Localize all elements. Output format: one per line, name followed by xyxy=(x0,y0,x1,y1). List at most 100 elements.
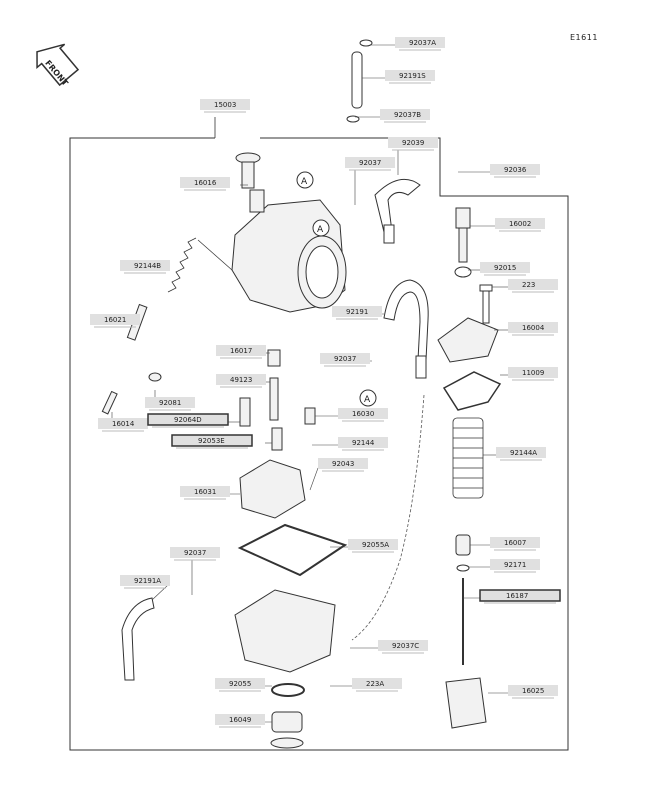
part-label: 16002 xyxy=(495,218,545,232)
part-number: 92037 xyxy=(359,159,381,167)
part-number: 92144 xyxy=(352,439,375,447)
part-number: 92039 xyxy=(402,139,424,147)
overflow-hose xyxy=(383,279,429,361)
part-label: 16007 xyxy=(490,537,540,551)
part-number: 16021 xyxy=(104,316,126,324)
part-label: 16014 xyxy=(98,418,148,432)
hose-92191a xyxy=(121,597,155,681)
part-number: 92037B xyxy=(394,111,421,119)
part-label: 16030 xyxy=(338,408,388,422)
part-label: 92144B xyxy=(120,260,170,274)
part-number: 92144A xyxy=(510,449,537,457)
part-number: 11009 xyxy=(522,369,544,377)
part-label: 92064D xyxy=(147,413,229,428)
part-labels: 92037A92191S92037B9203615003920399203716… xyxy=(90,37,561,728)
float-16031 xyxy=(239,459,306,519)
float-bowl xyxy=(234,589,336,673)
part-label: 16025 xyxy=(508,685,558,699)
part-number: 223A xyxy=(366,680,384,688)
part-number: 92081 xyxy=(159,399,181,407)
part-label: 15003 xyxy=(200,99,250,113)
part-label: 92191 xyxy=(332,306,382,320)
gasket-11009 xyxy=(442,371,502,411)
o-ring-92055 xyxy=(271,683,305,697)
part-label: 92037C xyxy=(378,640,428,654)
part-label: 16004 xyxy=(508,322,558,336)
part-label: 16021 xyxy=(90,314,140,328)
needle-holder-16007 xyxy=(455,534,471,556)
front-arrow-icon: FRONT xyxy=(36,43,80,88)
part-label: 92037B xyxy=(380,109,430,123)
part-label: 16049 xyxy=(215,714,265,728)
part-label: 92081 xyxy=(145,397,195,411)
part-number: 16007 xyxy=(504,539,526,547)
part-label: 92037A xyxy=(395,37,445,51)
part-number: 92037A xyxy=(409,39,436,47)
part-number: 223 xyxy=(522,281,535,289)
part-number: 92191A xyxy=(134,577,161,585)
part-label: 92037 xyxy=(170,547,220,561)
part-number: 15003 xyxy=(214,101,236,109)
diagram-code: E1611 xyxy=(570,33,598,42)
part-number: 92053E xyxy=(198,437,225,445)
screw-223 xyxy=(479,284,493,324)
part-number: 16016 xyxy=(194,179,217,187)
part-label: 92043 xyxy=(318,458,368,472)
part-label: 16031 xyxy=(180,486,230,500)
part-label: 92053E xyxy=(171,434,253,449)
part-label: 92015 xyxy=(480,262,530,276)
part-number: 92171 xyxy=(504,561,526,569)
carburetor-body xyxy=(231,152,347,313)
part-number: 92037C xyxy=(392,642,419,650)
part-label: 49123 xyxy=(216,374,266,388)
part-label: 92144A xyxy=(496,447,546,461)
part-number: 92055 xyxy=(229,680,251,688)
part-label: 11009 xyxy=(508,367,558,381)
float-bowl-gasket xyxy=(237,523,348,577)
throttle-valve-16025 xyxy=(445,677,487,729)
part-number: 16002 xyxy=(509,220,531,228)
svg-text:A: A xyxy=(317,225,324,235)
drain-plug-16049 xyxy=(270,711,304,749)
part-number: 16017 xyxy=(230,347,252,355)
part-number: 16187 xyxy=(506,592,528,600)
part-number: 92037 xyxy=(334,355,356,363)
part-number: 16004 xyxy=(522,324,545,332)
part-number: 92191S xyxy=(399,72,426,80)
spring-92144b xyxy=(167,237,197,293)
part-label: 92191A xyxy=(120,575,170,589)
part-number: 92144B xyxy=(134,262,161,270)
slide-tube xyxy=(346,39,373,123)
part-label: 92037 xyxy=(345,157,395,171)
part-label: 92191S xyxy=(385,70,435,84)
part-number: 16014 xyxy=(112,420,135,428)
part-label: 223 xyxy=(508,279,558,293)
part-number: 16025 xyxy=(522,687,544,695)
part-label: 223A xyxy=(352,678,402,692)
part-label: 92055 xyxy=(215,678,265,692)
svg-text:A: A xyxy=(301,177,308,187)
part-label: 16017 xyxy=(216,345,266,359)
part-number: 49123 xyxy=(230,376,252,384)
part-number: 16049 xyxy=(229,716,251,724)
part-number: 92015 xyxy=(494,264,516,272)
part-number: 92055A xyxy=(362,541,389,549)
part-number: 92037 xyxy=(184,549,206,557)
svg-text:A: A xyxy=(364,395,371,405)
bent-tube-upper xyxy=(374,178,421,233)
part-label: 92036 xyxy=(490,164,540,178)
part-label: 92037 xyxy=(320,353,370,367)
part-number: 92064D xyxy=(174,416,202,424)
part-number: 92036 xyxy=(504,166,527,174)
part-label: 92144 xyxy=(338,437,388,451)
part-label: 92171 xyxy=(490,559,540,573)
top-cap-16004 xyxy=(437,317,499,363)
spring-92144a[interactable] xyxy=(452,417,484,499)
adjust-screw-16002 xyxy=(455,207,471,263)
part-number: 16031 xyxy=(194,488,216,496)
part-number: 92191 xyxy=(346,308,368,316)
part-number: 92043 xyxy=(332,460,354,468)
ref-marks: A A A xyxy=(296,171,377,407)
part-label: 16187 xyxy=(479,589,561,604)
